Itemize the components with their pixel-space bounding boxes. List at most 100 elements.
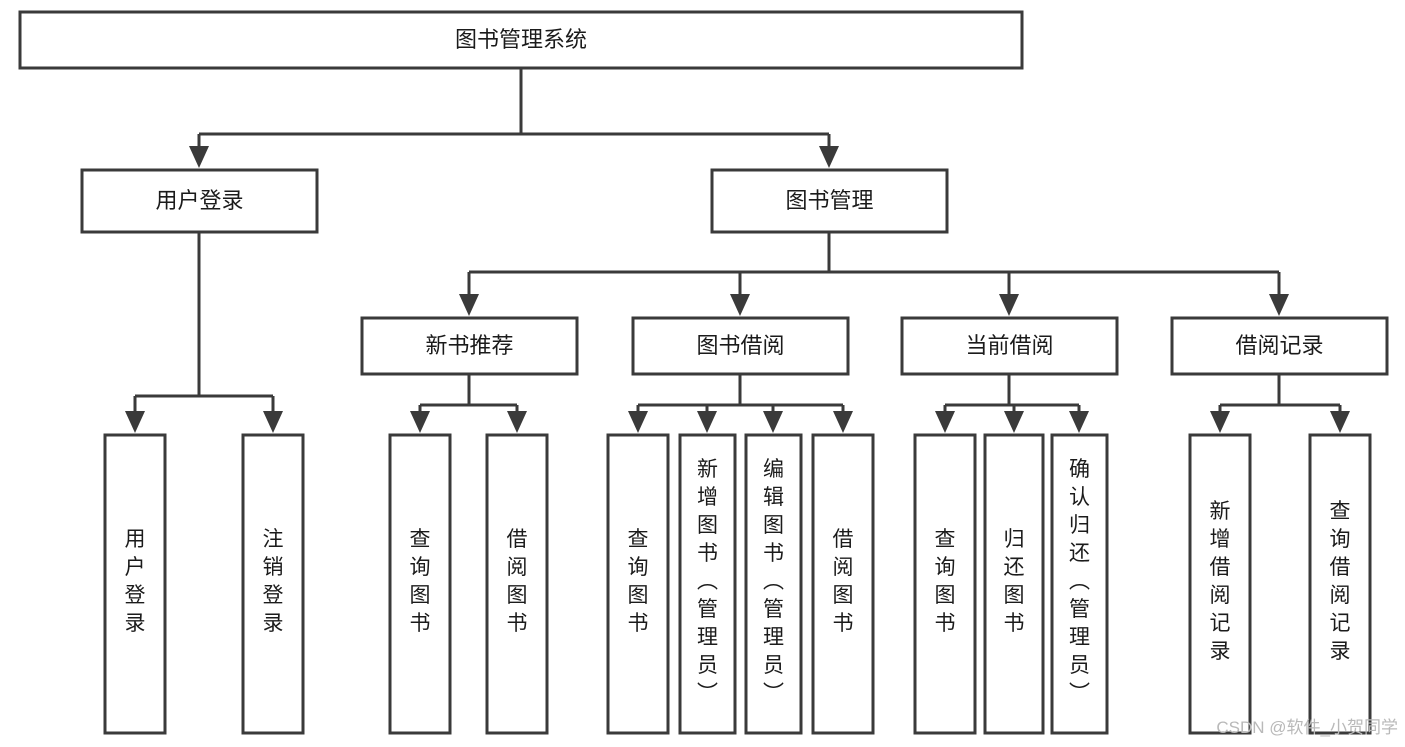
node-new-book-rec[interactable]: 新书推荐 (360, 316, 579, 376)
node-box-book-borrow[interactable] (631, 316, 850, 376)
node-label-leaf-user-login: 用户登录 (125, 528, 146, 635)
csdn-watermark: CSDN @软件_小贺同学 (1216, 718, 1398, 737)
node-box-current-borrow[interactable] (900, 316, 1119, 376)
node-box-leaf-return-book[interactable] (983, 433, 1045, 735)
connector-c-borrow-l3 (763, 405, 783, 433)
arrow-head-icon (1210, 411, 1230, 433)
node-box-leaf-edit-book[interactable] (744, 433, 803, 735)
connector-c-bm-to-record (1269, 272, 1289, 316)
node-leaf-user-login[interactable]: 用户登录 (103, 433, 167, 735)
arrow-head-icon (1004, 411, 1024, 433)
arrow-head-icon (730, 294, 750, 316)
arrow-head-icon (833, 411, 853, 433)
node-box-leaf-confirm-return[interactable] (1050, 433, 1109, 735)
connector-c-userlogin-to-l1 (125, 396, 145, 433)
node-box-book-manage[interactable] (710, 168, 949, 234)
connector-c-newbook-l2 (507, 405, 527, 433)
node-leaf-borrow-book-1[interactable]: 借阅图书 (485, 433, 549, 735)
node-book-borrow[interactable]: 图书借阅 (631, 316, 850, 376)
arrow-head-icon (410, 411, 430, 433)
connector-c-current-l3 (1069, 405, 1089, 433)
node-label-leaf-confirm-return: 确认归还︵管理员︶ (1069, 458, 1090, 705)
node-leaf-query-book-1[interactable]: 查询图书 (388, 433, 452, 735)
node-leaf-query-record[interactable]: 查询借阅记录 (1308, 433, 1372, 735)
arrow-head-icon (125, 411, 145, 433)
node-box-leaf-user-login[interactable] (103, 433, 167, 735)
node-box-leaf-query-book-1[interactable] (388, 433, 452, 735)
node-root[interactable]: 图书管理系统 (18, 10, 1024, 70)
node-label-leaf-add-record: 新增借阅记录 (1210, 500, 1231, 663)
node-box-root[interactable] (18, 10, 1024, 70)
node-label-borrow-record: 借阅记录 (1235, 333, 1323, 358)
connector-c-root-to-userlogin (189, 134, 209, 168)
arrow-head-icon (1069, 411, 1089, 433)
node-box-borrow-record[interactable] (1170, 316, 1389, 376)
node-label-current-borrow: 当前借阅 (965, 333, 1053, 358)
connector-c-borrow-l2 (697, 405, 717, 433)
connector-c-borrow-l4 (833, 405, 853, 433)
node-box-leaf-add-book[interactable] (678, 433, 737, 735)
node-box-leaf-borrow-book-2[interactable] (811, 433, 875, 735)
node-label-user-login: 用户登录 (155, 188, 243, 213)
node-leaf-confirm-return[interactable]: 确认归还︵管理员︶ (1050, 433, 1109, 735)
node-leaf-add-book[interactable]: 新增图书︵管理员︶ (678, 433, 737, 735)
node-leaf-return-book[interactable]: 归还图书 (983, 433, 1045, 735)
node-box-leaf-query-book-2[interactable] (606, 433, 670, 735)
connector-c-record-l1 (1210, 405, 1230, 433)
node-label-leaf-add-book: 新增图书︵管理员︶ (697, 458, 718, 705)
connector-c-borrow-l1 (628, 405, 648, 433)
node-box-leaf-borrow-book-1[interactable] (485, 433, 549, 735)
arrow-head-icon (999, 294, 1019, 316)
node-label-root: 图书管理系统 (455, 27, 587, 52)
arrow-head-icon (819, 146, 839, 168)
node-leaf-query-book-2[interactable]: 查询图书 (606, 433, 670, 735)
node-box-leaf-user-logout[interactable] (241, 433, 305, 735)
arrow-head-icon (935, 411, 955, 433)
connector-c-current-l1 (935, 405, 955, 433)
node-current-borrow[interactable]: 当前借阅 (900, 316, 1119, 376)
node-label-leaf-edit-book: 编辑图书︵管理员︶ (763, 458, 784, 705)
node-user-login[interactable]: 用户登录 (80, 168, 319, 234)
node-leaf-add-record[interactable]: 新增借阅记录 (1188, 433, 1252, 735)
connector-c-userlogin-to-l2 (263, 396, 283, 433)
node-box-leaf-add-record[interactable] (1188, 433, 1252, 735)
connectors-layer (125, 68, 1350, 433)
node-label-leaf-query-book-3: 查询图书 (935, 528, 956, 635)
node-borrow-record[interactable]: 借阅记录 (1170, 316, 1389, 376)
node-label-leaf-query-book-1: 查询图书 (410, 528, 431, 635)
node-label-new-book-rec: 新书推荐 (425, 333, 513, 358)
connector-c-root-to-bookmanage (819, 134, 839, 168)
nodes-layer: 图书管理系统用户登录图书管理新书推荐图书借阅当前借阅借阅记录用户登录注销登录查询… (18, 10, 1389, 735)
arrow-head-icon (763, 411, 783, 433)
node-label-book-borrow: 图书借阅 (696, 333, 784, 358)
arrow-head-icon (697, 411, 717, 433)
arrow-head-icon (459, 294, 479, 316)
node-label-book-manage: 图书管理 (785, 188, 873, 213)
node-label-leaf-borrow-book-1: 借阅图书 (507, 528, 528, 635)
arrow-head-icon (263, 411, 283, 433)
node-label-leaf-query-book-2: 查询图书 (628, 528, 649, 635)
node-label-leaf-user-logout: 注销登录 (263, 528, 284, 635)
connector-c-current-l2 (1004, 405, 1024, 433)
connector-c-bm-to-current (999, 272, 1019, 316)
connector-c-record-l2 (1330, 405, 1350, 433)
node-box-user-login[interactable] (80, 168, 319, 234)
arrow-head-icon (1269, 294, 1289, 316)
node-box-leaf-query-book-3[interactable] (913, 433, 977, 735)
node-leaf-borrow-book-2[interactable]: 借阅图书 (811, 433, 875, 735)
arrow-head-icon (628, 411, 648, 433)
arrow-head-icon (1330, 411, 1350, 433)
node-label-leaf-borrow-book-2: 借阅图书 (833, 528, 854, 635)
node-box-leaf-query-record[interactable] (1308, 433, 1372, 735)
node-label-leaf-return-book: 归还图书 (1004, 528, 1025, 635)
node-book-manage[interactable]: 图书管理 (710, 168, 949, 234)
node-leaf-edit-book[interactable]: 编辑图书︵管理员︶ (744, 433, 803, 735)
arrow-head-icon (189, 146, 209, 168)
node-leaf-user-logout[interactable]: 注销登录 (241, 433, 305, 735)
node-label-leaf-query-record: 查询借阅记录 (1330, 500, 1351, 663)
arrow-head-icon (507, 411, 527, 433)
node-leaf-query-book-3[interactable]: 查询图书 (913, 433, 977, 735)
node-box-new-book-rec[interactable] (360, 316, 579, 376)
